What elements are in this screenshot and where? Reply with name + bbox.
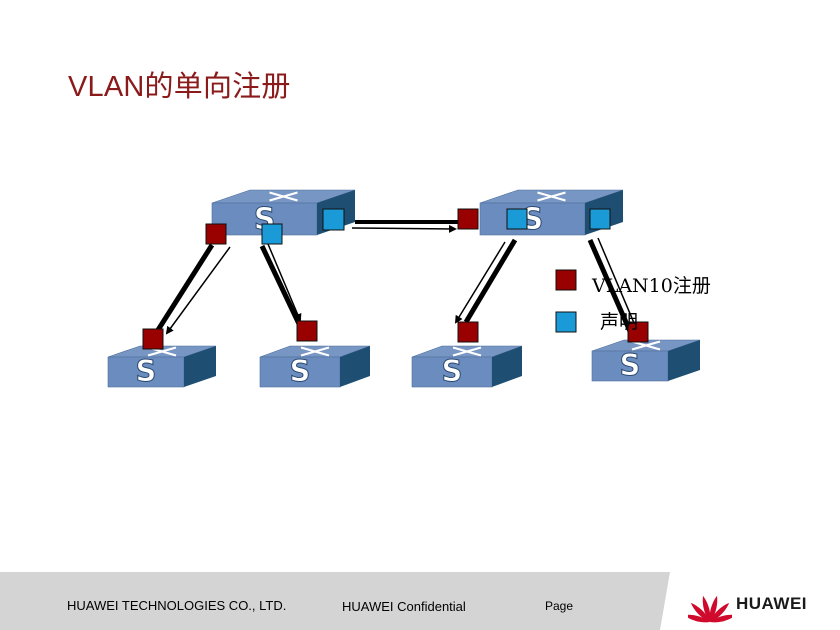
footer-confidential: HUAWEI Confidential <box>342 599 466 614</box>
link-core-to-access1-line-2 <box>165 246 231 335</box>
logo-petal-6 <box>710 614 732 623</box>
logo-petal-shape-2 <box>690 602 710 622</box>
access-switch-4-front <box>591 350 669 382</box>
core-switch-left-arrows-icon <box>269 191 298 202</box>
logo-petal-5 <box>710 602 730 622</box>
port-reg-access4 <box>627 321 649 343</box>
logo-petal-shape-1 <box>688 614 710 623</box>
slide-title: VLAN的单向注册 <box>68 71 291 103</box>
link-core-to-access3-line-2 <box>454 241 506 324</box>
footer-brand: HUAWEI <box>736 594 807 613</box>
link-core-to-core-line-2 <box>351 224 457 233</box>
port-dec-core-right-mid <box>506 208 528 230</box>
link-core-to-access2-line-2 <box>267 243 302 322</box>
access-switch-2-front <box>259 356 341 388</box>
link-core-to-access4-line-1 <box>587 238 635 338</box>
port-dec-core-left-right <box>322 208 345 231</box>
access-switch-1-label: S <box>136 354 157 388</box>
access-switch-3: S <box>411 345 523 389</box>
legend-swatch-declaration <box>555 311 577 333</box>
logo-petal-3 <box>702 595 711 622</box>
access-switch-3-arrows-icon <box>452 346 482 357</box>
access-switch-4-side <box>668 340 700 381</box>
link-core-to-core <box>351 220 470 233</box>
footer-bar: HUAWEI TECHNOLOGIES CO., LTD. HUAWEI Con… <box>0 572 840 630</box>
access-switch-2: S <box>259 345 371 389</box>
access-switch-4: S <box>591 339 701 383</box>
logo-petal-1 <box>688 614 710 623</box>
port-reg-core-left <box>205 223 227 245</box>
link-core-to-access4 <box>587 237 639 338</box>
footer-company: HUAWEI TECHNOLOGIES CO., LTD. <box>67 598 287 613</box>
link-core-to-access4-line-2 <box>597 237 639 332</box>
port-reg-access3 <box>457 321 479 343</box>
link-core-to-access2 <box>259 243 303 328</box>
link-core-to-access3 <box>454 238 518 324</box>
access-switch-4-arrows-icon <box>631 340 661 351</box>
access-switch-1: S <box>107 345 217 389</box>
access-switch-1-front <box>107 356 185 388</box>
link-core-to-access3-line-1 <box>463 238 518 324</box>
core-switch-right-front <box>479 202 586 236</box>
core-switch-right-arrows-icon <box>537 191 566 202</box>
port-reg-access1 <box>142 328 164 350</box>
port-reg-core-right-left <box>457 208 479 230</box>
logo-petal-shape-3 <box>702 595 711 622</box>
logo-petal-shape-4 <box>709 595 718 622</box>
port-reg-access2 <box>296 320 318 342</box>
legend-label-registration: VLAN10注册 <box>592 275 711 297</box>
link-core-to-access2-line-1 <box>259 244 303 328</box>
link-core-to-access1 <box>155 243 231 335</box>
legend-swatch-registration <box>555 269 577 291</box>
logo-petal-shape-6 <box>710 614 732 623</box>
logo-petal-shape-5 <box>710 602 730 622</box>
access-switch-4-label: S <box>620 348 641 382</box>
access-switch-3-label: S <box>442 354 463 388</box>
logo-petal-4 <box>709 595 718 622</box>
access-switch-3-front <box>411 356 493 388</box>
access-switch-3-side <box>492 346 522 387</box>
link-core-to-access1-line-1 <box>155 243 215 332</box>
access-switch-2-label: S <box>290 354 311 388</box>
port-dec-core-left-down <box>261 223 283 245</box>
port-dec-core-right-end <box>589 208 611 230</box>
access-switch-2-side <box>340 346 370 387</box>
huawei-logo-icon <box>688 595 732 623</box>
footer-page-label: Page <box>545 599 574 613</box>
logo-petal-2 <box>690 602 710 622</box>
access-switch-1-side <box>184 346 216 387</box>
legend-label-declaration: 声明 <box>600 311 639 333</box>
access-switch-2-arrows-icon <box>300 346 330 357</box>
